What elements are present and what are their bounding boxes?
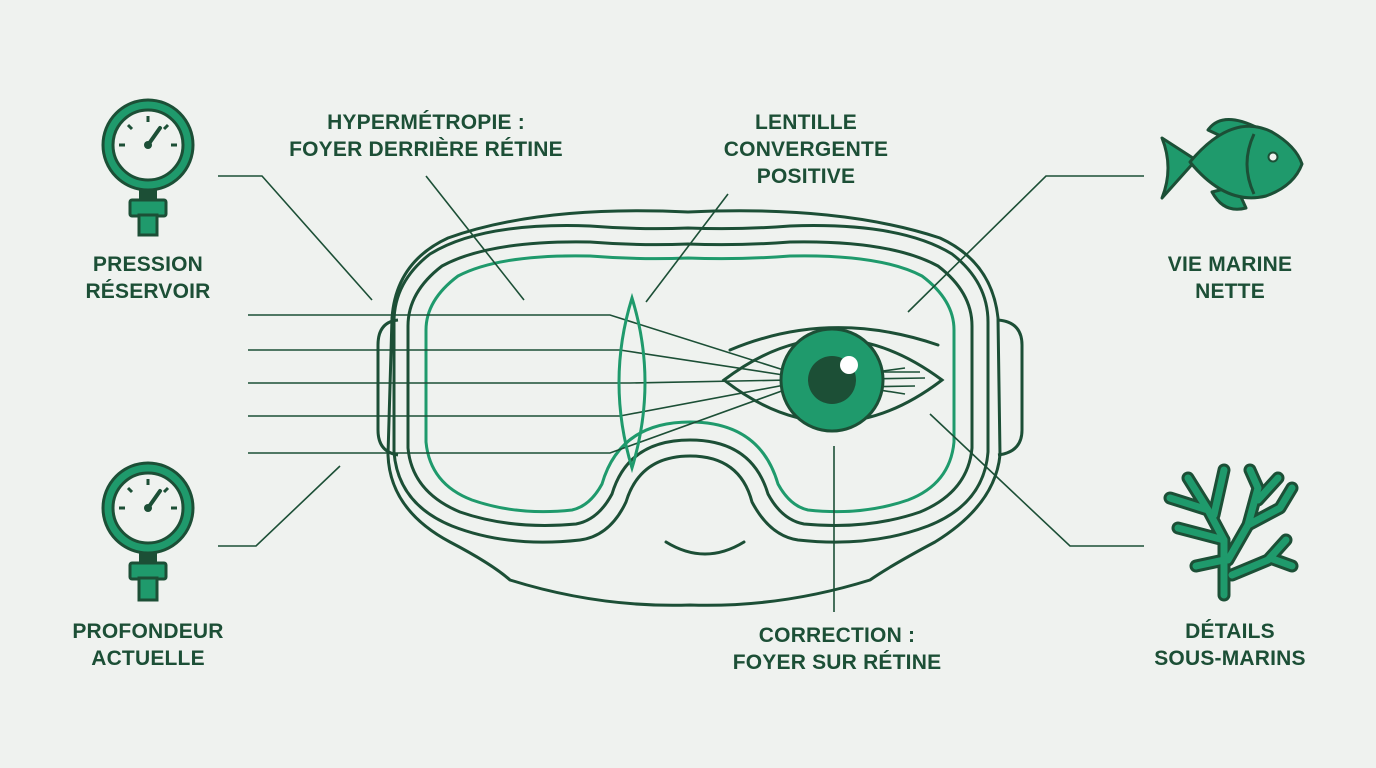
label-pressure: PRESSION RÉSERVOIR [58, 251, 238, 305]
label-marine-life-line1: VIE MARINE [1167, 253, 1293, 276]
label-marine-life: VIE MARINE NETTE [1130, 251, 1330, 305]
label-lens-line3: POSITIVE [756, 165, 856, 188]
label-details: DÉTAILS SOUS-MARINS [1120, 618, 1340, 672]
label-depth: PROFONDEUR ACTUELLE [43, 618, 253, 672]
label-hyperopia-line1: HYPERMÉTROPIE : [327, 111, 525, 134]
convex-lens-icon [617, 292, 647, 474]
callout-hyperopia [425, 175, 525, 301]
callout-pressure [218, 175, 373, 301]
label-lens: LENTILLE CONVERGENTE POSITIVE [696, 109, 916, 190]
callout-lines [218, 175, 1144, 612]
label-details-line1: DÉTAILS [1185, 620, 1275, 643]
label-depth-line1: PROFONDEUR [72, 620, 224, 643]
label-marine-life-line2: NETTE [1195, 280, 1265, 303]
dive-mask-icon [376, 209, 1024, 607]
callout-details [929, 413, 1144, 547]
depth-gauge-icon [101, 461, 195, 602]
label-lens-line1: LENTILLE [755, 111, 857, 134]
callout-depth [218, 465, 341, 547]
mask-lens [424, 254, 956, 514]
coral-icon [1163, 463, 1299, 602]
callout-lens [645, 193, 729, 303]
label-correction-line1: CORRECTION : [758, 624, 916, 647]
label-hyperopia-line2: FOYER DERRIÈRE RÉTINE [289, 138, 563, 161]
label-lens-line2: CONVERGENTE [723, 138, 889, 161]
mask-skirt [386, 209, 1002, 607]
label-hyperopia: HYPERMÉTROPIE : FOYER DERRIÈRE RÉTINE [276, 109, 576, 163]
label-details-line2: SOUS-MARINS [1154, 647, 1306, 670]
label-pressure-line1: PRESSION [92, 253, 204, 276]
label-correction: CORRECTION : FOYER SUR RÉTINE [712, 622, 962, 676]
label-pressure-line2: RÉSERVOIR [85, 280, 211, 303]
eye-icon [721, 326, 945, 433]
fish-icon [1160, 118, 1304, 211]
label-depth-line2: ACTUELLE [91, 647, 205, 670]
callout-marine-life [907, 175, 1144, 313]
label-correction-line2: FOYER SUR RÉTINE [732, 651, 942, 674]
pressure-gauge-icon [101, 98, 195, 237]
mask-frame [392, 224, 990, 544]
